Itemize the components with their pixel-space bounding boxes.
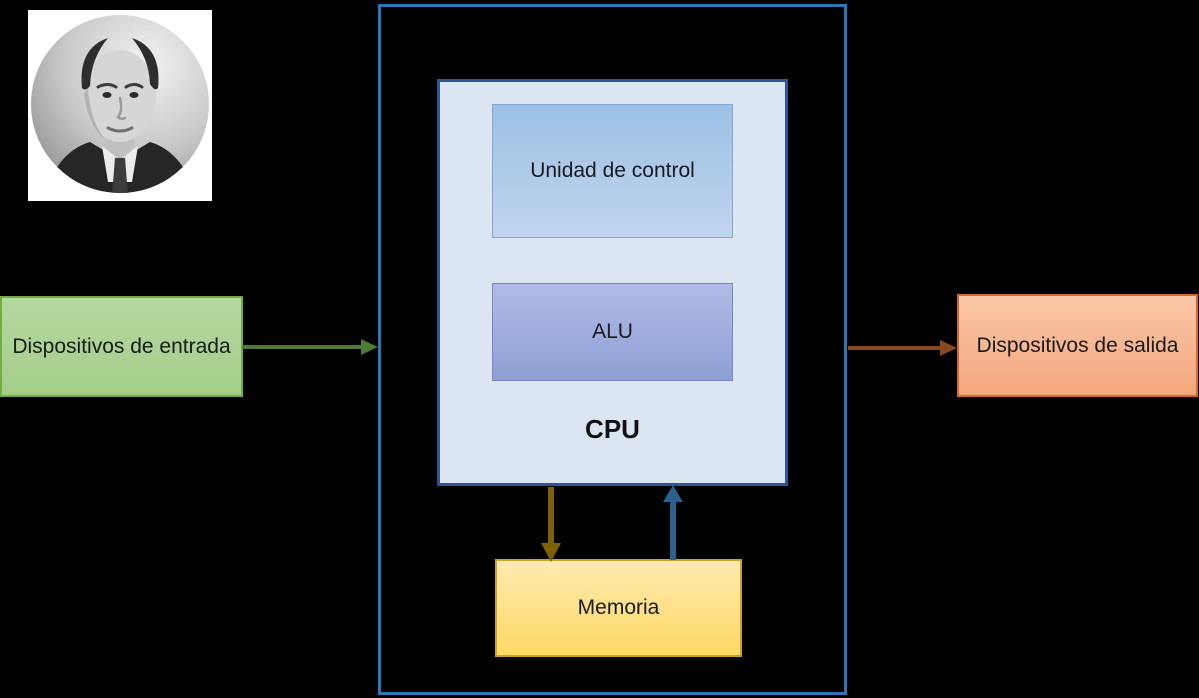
- arrow-cpu-to-output: [848, 340, 957, 356]
- control-unit-box: Unidad de control: [492, 104, 733, 238]
- output-devices-label: Dispositivos de salida: [976, 333, 1179, 357]
- alu-box: ALU: [492, 283, 733, 381]
- memory-box: Memoria: [495, 559, 742, 657]
- memory-label: Memoria: [577, 596, 660, 619]
- arrow-cpu-to-output-head: [940, 340, 957, 356]
- arrow-input-to-cpu: [242, 339, 378, 355]
- input-devices-label: Dispositivos de entrada: [12, 334, 231, 358]
- input-devices-box: Dispositivos de entrada: [0, 296, 243, 397]
- portrait-frame: [28, 10, 212, 201]
- control-unit-label: Unidad de control: [530, 159, 695, 182]
- von-neumann-photo: [31, 15, 209, 193]
- cpu-box: Unidad de control ALU CPU: [437, 79, 788, 486]
- cpu-label: CPU: [585, 414, 640, 444]
- alu-label: ALU: [592, 320, 633, 343]
- computer-outline-box: [378, 4, 847, 695]
- output-devices-box: Dispositivos de salida: [957, 294, 1198, 397]
- arrow-input-to-cpu-head: [361, 339, 378, 355]
